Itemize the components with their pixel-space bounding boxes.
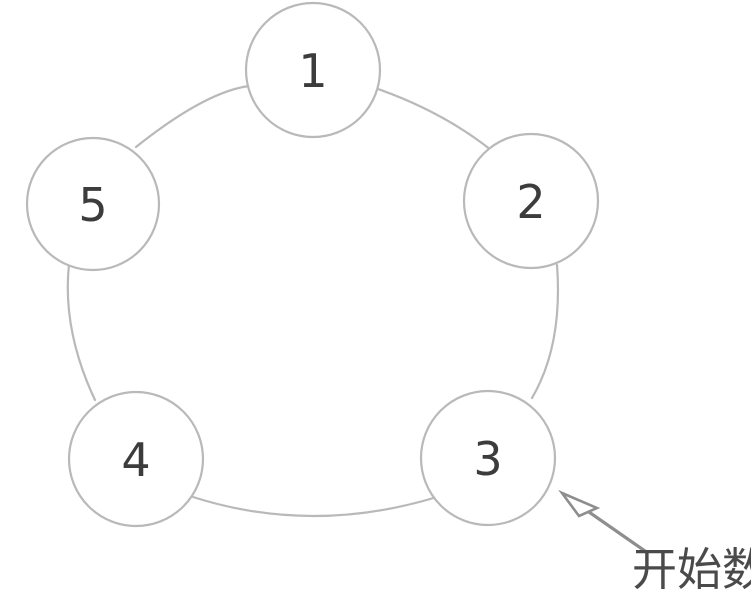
edge-1-to-2 <box>376 87 493 152</box>
edge-group <box>66 84 560 518</box>
node-1-circle[interactable] <box>244 1 382 139</box>
edge-5-to-1 <box>134 84 251 149</box>
annotation-arrow-head-icon <box>558 489 601 518</box>
node-1-label: 1 <box>298 44 327 98</box>
node-4-label: 4 <box>121 433 150 487</box>
node-4-circle[interactable] <box>67 390 205 528</box>
annotation-label: 开始数 <box>632 543 751 596</box>
node-2-label: 2 <box>516 175 545 229</box>
node-2[interactable]: 2 <box>462 132 600 270</box>
node-4[interactable]: 4 <box>67 390 205 528</box>
node-5[interactable]: 5 <box>25 136 161 272</box>
node-5-label: 5 <box>78 178 107 232</box>
start-annotation: 开始数 <box>558 489 751 596</box>
edge-2-to-3 <box>530 263 560 400</box>
node-3-circle[interactable] <box>419 389 557 527</box>
edge-4-to-5 <box>66 262 97 402</box>
node-5-circle[interactable] <box>25 136 161 272</box>
node-2-circle[interactable] <box>462 132 600 270</box>
node-3[interactable]: 3 <box>419 389 557 527</box>
edge-3-to-4 <box>191 495 439 518</box>
node-3-label: 3 <box>473 432 502 486</box>
node-1[interactable]: 1 <box>244 1 382 139</box>
